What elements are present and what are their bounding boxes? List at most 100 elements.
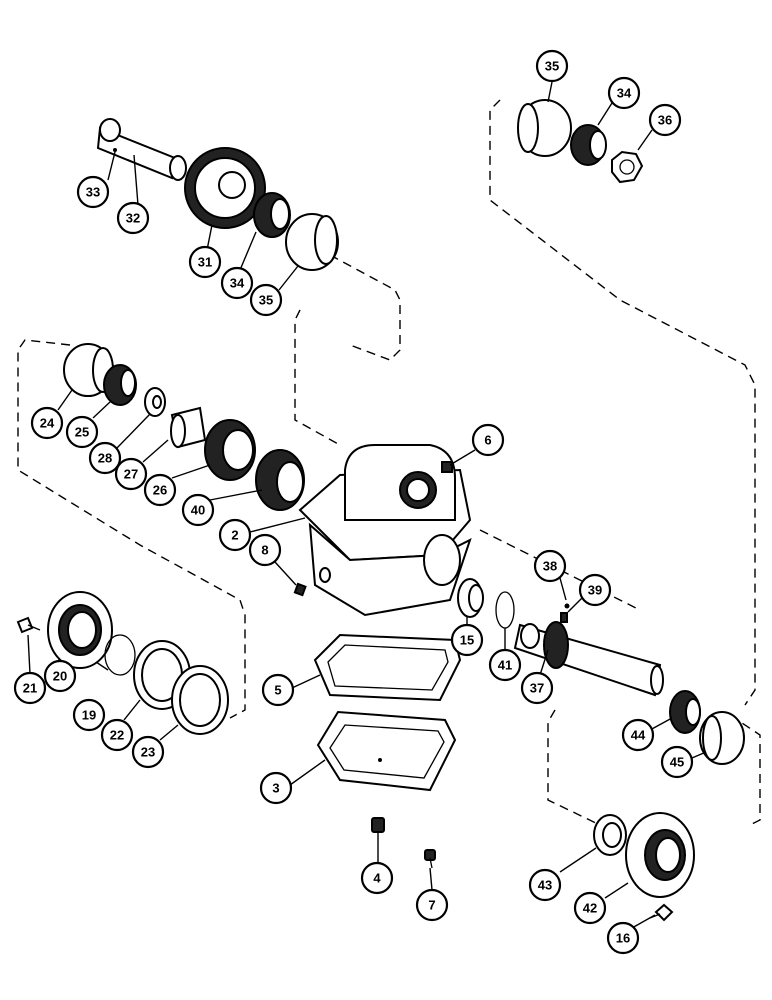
callout-8: 8 — [248, 533, 282, 567]
housing-2 — [298, 444, 472, 617]
svg-text:23: 23 — [141, 745, 155, 760]
callout-32: 32 — [116, 201, 150, 235]
svg-text:16: 16 — [616, 931, 630, 946]
snap-ring-41 — [495, 591, 515, 629]
callout-5: 5 — [261, 673, 295, 707]
svg-text:24: 24 — [40, 416, 55, 431]
svg-text:31: 31 — [198, 255, 212, 270]
screw-7 — [424, 849, 436, 869]
shim-23 — [171, 665, 229, 735]
seal-15 — [457, 578, 484, 618]
svg-text:15: 15 — [460, 633, 474, 648]
svg-text:26: 26 — [153, 483, 167, 498]
callout-39: 39 — [578, 573, 612, 607]
gasket-5 — [313, 633, 462, 702]
svg-text:21: 21 — [23, 681, 37, 696]
callout-33: 33 — [76, 175, 110, 209]
callout-35: 35 — [249, 283, 283, 317]
bearing-cup-45 — [699, 711, 745, 765]
group-outlines — [17, 99, 761, 826]
cover-plate-3 — [316, 710, 457, 792]
callout-6: 6 — [471, 423, 505, 457]
svg-text:8: 8 — [261, 543, 268, 558]
callout-45: 45 — [660, 745, 694, 779]
svg-text:40: 40 — [191, 503, 205, 518]
svg-text:20: 20 — [53, 669, 67, 684]
callout-16: 16 — [606, 921, 640, 955]
callout-44: 44 — [621, 718, 655, 752]
shaft-32 — [96, 118, 187, 181]
svg-text:25: 25 — [75, 425, 89, 440]
svg-text:45: 45 — [670, 755, 684, 770]
callout-3: 3 — [259, 771, 293, 805]
svg-text:34: 34 — [617, 86, 632, 101]
svg-text:44: 44 — [631, 728, 646, 743]
gear-26 — [204, 419, 256, 481]
svg-text:39: 39 — [588, 583, 602, 598]
svg-text:5: 5 — [274, 683, 281, 698]
cover-20 — [47, 591, 113, 669]
svg-text:22: 22 — [110, 728, 124, 743]
callout-20: 20 — [43, 659, 77, 693]
svg-text:6: 6 — [484, 433, 491, 448]
callout-37: 37 — [520, 671, 554, 705]
svg-text:32: 32 — [126, 211, 140, 226]
seal-43 — [593, 814, 627, 856]
svg-text:19: 19 — [82, 708, 96, 723]
svg-text:3: 3 — [272, 781, 279, 796]
svg-text:42: 42 — [583, 901, 597, 916]
svg-text:4: 4 — [373, 871, 381, 886]
plug-8 — [293, 582, 307, 597]
leader-lines — [27, 81, 707, 929]
svg-text:28: 28 — [98, 451, 112, 466]
bearing-cup-35 — [285, 213, 339, 271]
callout-34-top: 34 — [607, 76, 641, 110]
svg-text:33: 33 — [86, 185, 100, 200]
gear-31 — [184, 147, 266, 229]
callout-34: 34 — [220, 266, 254, 300]
callout-35-top: 35 — [535, 49, 569, 83]
svg-text:35: 35 — [259, 293, 273, 308]
callout-28: 28 — [88, 441, 122, 475]
bearing-cone-34 — [253, 192, 291, 238]
svg-text:2: 2 — [231, 528, 238, 543]
svg-text:7: 7 — [428, 898, 435, 913]
svg-text:27: 27 — [124, 467, 138, 482]
callout-15: 15 — [450, 623, 484, 657]
callout-2: 2 — [218, 518, 252, 552]
spacer-27 — [170, 406, 207, 449]
bearing-40 — [255, 449, 305, 511]
bearing-cone-25 — [103, 364, 137, 406]
callout-36: 36 — [648, 103, 682, 137]
callout-4: 4 — [360, 861, 394, 895]
callout-22: 22 — [100, 718, 134, 752]
callout-26: 26 — [143, 473, 177, 507]
svg-text:38: 38 — [543, 559, 557, 574]
callout-27: 27 — [114, 457, 148, 491]
callout-41: 41 — [488, 648, 522, 682]
parts — [16, 99, 745, 922]
bearing-cone-44 — [669, 690, 701, 734]
retainer-42 — [625, 812, 695, 898]
callout-38: 38 — [533, 549, 567, 583]
callout-43: 43 — [528, 868, 562, 902]
callout-24: 24 — [30, 406, 64, 440]
callout-21: 21 — [13, 671, 47, 705]
callout-19: 19 — [72, 698, 106, 732]
plug-4 — [371, 817, 385, 833]
svg-text:43: 43 — [538, 878, 552, 893]
plug-6 — [441, 461, 453, 473]
shaft-37 — [513, 603, 664, 697]
washer-28 — [144, 387, 166, 417]
bolt-21 — [16, 616, 41, 634]
o-ring-19 — [104, 634, 136, 676]
svg-text:35: 35 — [545, 59, 559, 74]
nut-36 — [611, 150, 644, 184]
svg-text:34: 34 — [230, 276, 245, 291]
bearing-cone-34-top — [570, 124, 607, 166]
bolt-16 — [649, 903, 674, 922]
callout-23: 23 — [131, 735, 165, 769]
svg-text:36: 36 — [658, 113, 672, 128]
callouts: 35 34 36 33 32 31 34 35 24 25 28 — [13, 49, 694, 955]
svg-text:37: 37 — [530, 681, 544, 696]
